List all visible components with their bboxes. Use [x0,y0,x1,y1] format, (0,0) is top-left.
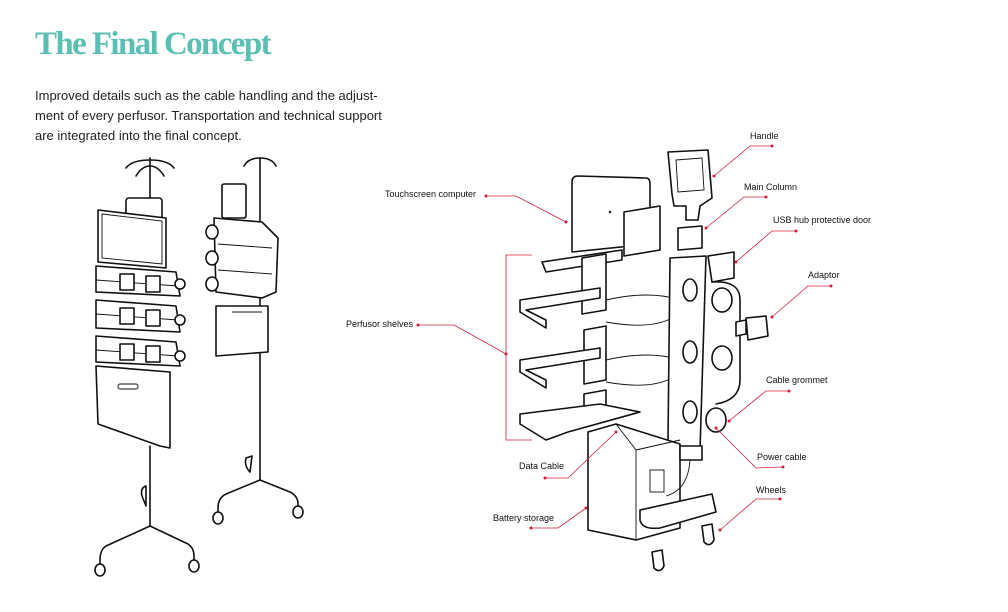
wheel [292,505,304,519]
callout-main-column: Main Column [744,182,798,192]
knob [205,224,219,240]
base-leg [99,525,151,567]
callout-adaptor: Adaptor [808,270,840,280]
base-leg [149,525,195,563]
callout-line-touchscreen [486,195,567,223]
callout-line-battery [531,507,587,529]
intro-line: are integrated into the final concept. [35,128,242,143]
shelves-bracket [505,254,532,441]
cable-rail [711,281,741,405]
callout-cable-grommet: Cable grommet [766,375,828,385]
callout-handle: Handle [750,131,779,141]
tablet-screen [97,209,167,269]
callout-line-wheels [719,498,780,531]
callout-line-data-cable [545,431,617,479]
callout-line-adaptor [771,285,831,318]
cable-grommet [711,345,733,371]
perfusor-shelf [519,287,607,385]
power-connector [679,445,703,461]
cable-grommet [705,407,727,433]
intro-line: Improved details such as the cable handl… [35,88,378,103]
main-column-top [677,225,703,251]
intro-line: ment of every perfusor. Transportation a… [35,108,382,123]
side-modules [213,217,279,299]
side-screen [221,183,247,219]
cable-grommet [711,287,733,313]
iv-pole-front-view [94,157,200,577]
screen-bracket [623,205,661,257]
callout-power-cable: Power cable [757,452,807,462]
perfusor-module [95,299,186,333]
base-leg [217,479,261,513]
handle [667,149,713,221]
callout-line-shelves [418,324,507,355]
wheel [212,511,224,525]
perfusor-module [95,335,186,367]
callout-data-cable: Data Cable [519,461,565,471]
callout-line-usb-door [735,230,796,263]
knob [205,250,219,266]
callout-battery-storage: Battery storage [493,513,555,523]
base-leg [259,479,299,509]
side-storage [215,305,269,357]
exploded-view [416,144,833,572]
wheel [94,563,106,577]
intro-paragraph: Improved details such as the cable handl… [35,86,405,146]
iv-pole-side-view [205,157,304,525]
callout-line-grommet [728,390,789,422]
callout-line-handle [713,145,772,177]
knob [205,276,219,292]
wheel [651,549,665,572]
storage-box [95,365,171,449]
callout-perfusor-shelves: Perfusor shelves [346,319,414,329]
wheel [701,523,715,546]
callout-touchscreen-computer: Touchscreen computer [385,189,477,199]
usb-hub-door [707,251,735,283]
callout-line-main-column [705,196,766,229]
perfusor-module [95,265,186,297]
base-plate [639,493,717,530]
callout-wheels: Wheels [756,485,787,495]
perfusor-shelf [519,403,641,441]
callout-line-power-cable [715,427,784,469]
wheel [188,559,200,573]
page-title: The Final Concept [35,26,272,62]
adaptor [745,315,769,341]
callout-usb-hub-door: USB hub protective door [773,215,872,225]
